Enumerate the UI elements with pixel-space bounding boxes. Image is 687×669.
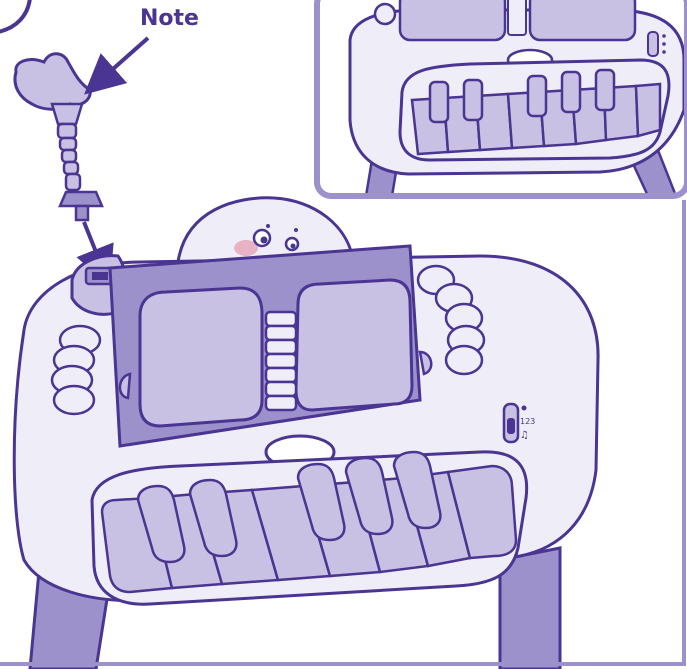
music-notes-icon: ♫ [520, 430, 529, 441]
main-piano: 123 ♫ [12, 196, 600, 669]
slider-switch-icon [502, 402, 520, 444]
corner-arc [0, 0, 32, 34]
black-keys [136, 450, 442, 564]
dot-icon [521, 405, 527, 411]
inset-panel [314, 0, 687, 199]
note-callout-label: Note [140, 6, 199, 31]
frame-border [0, 200, 686, 666]
numbers-icon: 123 [520, 417, 535, 426]
music-note-piece [13, 52, 104, 222]
callout-arrow [84, 36, 150, 95]
